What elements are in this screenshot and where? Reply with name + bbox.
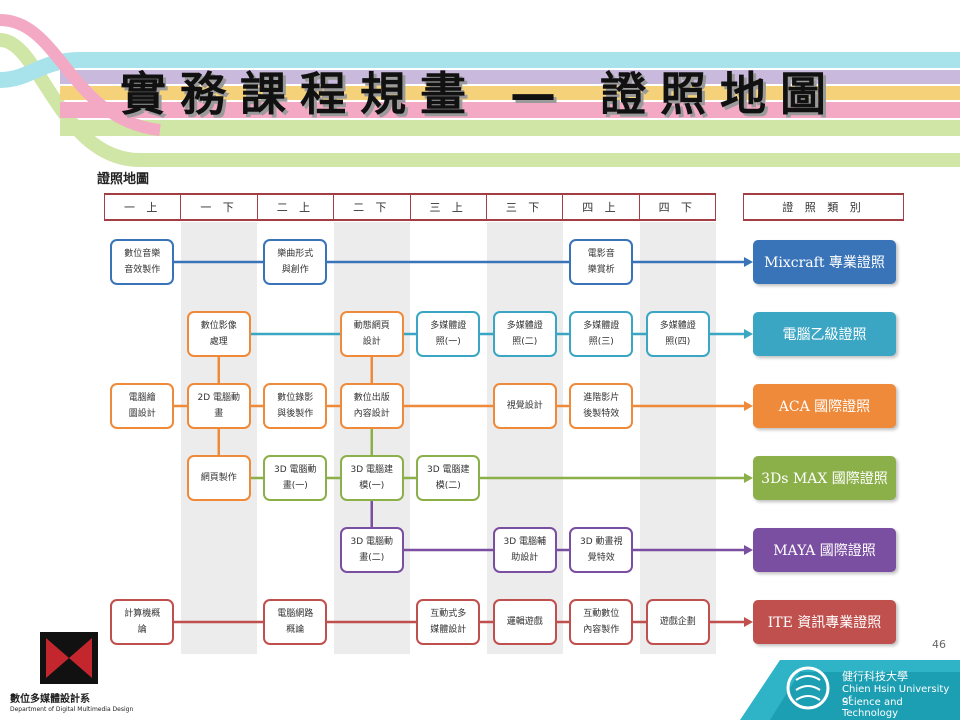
course-node: 網頁製作: [186, 455, 251, 501]
semester-header: 一 上一 下二 上二 下三 上三 下四 上四 下: [104, 193, 716, 221]
course-node: 多媒體證 照(一): [416, 311, 481, 357]
cert-box: MAYA 國際證照: [753, 528, 896, 572]
course-node: 樂曲形式 與創作: [263, 239, 328, 285]
arrow-head-icon: [744, 545, 753, 555]
course-node: 3D 電腦輔 助設計: [492, 527, 557, 573]
university-name-en-2: Science and Technology: [842, 697, 903, 719]
course-node: 數位錄影 與後製作: [263, 383, 328, 429]
course-node: 電腦網路 概論: [263, 599, 328, 645]
course-node: 3D 電腦建 模(二): [416, 455, 481, 501]
course-node: 遊戲企劃: [645, 599, 710, 645]
university-name: 健行科技大學: [842, 670, 908, 683]
university-name-en-1: Chien Hsin University of: [842, 684, 950, 706]
department-name: 數位多媒體設計系: [10, 694, 90, 705]
course-node: 互動數位 內容製作: [569, 599, 634, 645]
course-node: 互動式多 媒體設計: [416, 599, 481, 645]
course-node: 3D 動畫視 覺特效: [569, 527, 634, 573]
course-node: 數位音樂 音效製作: [110, 239, 175, 285]
course-node: 3D 電腦動 畫(一): [263, 455, 328, 501]
semester-header-cell: 一 下: [181, 195, 258, 219]
cert-box: ACA 國際證照: [753, 384, 896, 428]
map-label: 證照地圖: [97, 172, 150, 187]
arrow-head-icon: [744, 257, 753, 267]
semester-header-cell: 三 下: [487, 195, 564, 219]
arrow-head-icon: [744, 617, 753, 627]
cert-box: 電腦乙級證照: [753, 312, 896, 356]
cert-box: ITE 資訊專業證照: [753, 600, 896, 644]
slide-title: 實務課程規畫 — 證照地圖: [119, 67, 841, 121]
course-node: 3D 電腦建 模(一): [339, 455, 404, 501]
semester-header-cell: 三 上: [411, 195, 487, 219]
title-area: 實務課程規畫 — 證照地圖: [0, 0, 960, 140]
course-node: 邏輯遊戲: [492, 599, 557, 645]
course-node: 數位影像 處理: [186, 311, 251, 357]
arrow-head-icon: [744, 473, 753, 483]
course-node: 3D 電腦動 畫(二): [339, 527, 404, 573]
course-node: 多媒體證 照(三): [569, 311, 634, 357]
logo-mark-icon: [40, 632, 98, 684]
semester-header-cell: 四 上: [563, 195, 640, 219]
course-node: 進階影片 後製特效: [569, 383, 634, 429]
cert-box: 3Ds MAX 國際證照: [753, 456, 896, 500]
page-number: 46: [932, 638, 946, 651]
course-node: 數位出版 內容設計: [339, 383, 404, 429]
course-node: 動態網頁 設計: [339, 311, 404, 357]
university-seal-icon: [786, 666, 830, 710]
arrow-head-icon: [744, 401, 753, 411]
course-node: 電腦繪 圖設計: [110, 383, 175, 429]
arrow-head-icon: [744, 329, 753, 339]
course-node: 多媒體證 照(二): [492, 311, 557, 357]
semester-header-cell: 二 上: [258, 195, 335, 219]
cert-header: 證 照 類 別: [743, 193, 904, 221]
cert-box: Mixcraft 專業證照: [753, 240, 896, 284]
department-name-en: Department of Digital Multimedia Design: [10, 706, 134, 713]
semester-header-cell: 四 下: [640, 195, 716, 219]
course-node: 視覺設計: [492, 383, 557, 429]
course-node: 2D 電腦動 畫: [186, 383, 251, 429]
semester-header-cell: 一 上: [104, 195, 182, 219]
semester-header-cell: 二 下: [334, 195, 411, 219]
column-band: [486, 222, 563, 654]
course-node: 電影音 樂賞析: [569, 239, 634, 285]
course-node: 多媒體證 照(四): [645, 311, 710, 357]
course-node: 計算機概 論: [110, 599, 175, 645]
column-band: [639, 222, 716, 654]
